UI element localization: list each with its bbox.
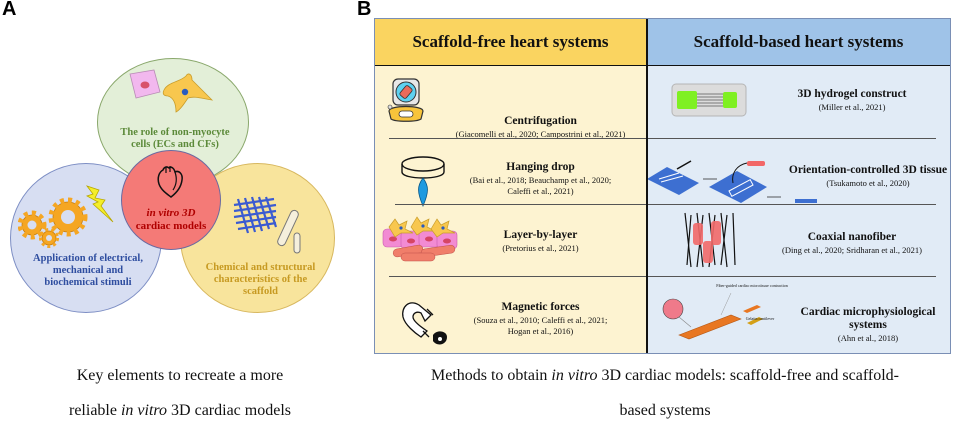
row-divider [389,276,646,277]
hydrogel-refs: (Miller et al., 2021) [818,102,886,112]
microphysiological-title-2: systems [849,319,887,331]
cardiac-models-label-line1: in vitro 3D [146,207,196,219]
magnetic-forces-refs-2: Hogan et al., 2016) [507,326,574,336]
heart-icon [157,166,183,198]
scaffold-label-line2: characteristics of the [213,274,308,285]
non-myocyte-label-line2: cells (ECs and CFs) [131,139,219,150]
orientation-tissue-icon [647,160,817,203]
cardiac-models-circle [121,150,221,250]
magnetic-forces-refs-1: (Souza et al., 2010; Caleffi et al., 202… [473,315,608,325]
centrifugation-title: Centrifugation [504,115,577,127]
orientation-tissue-title: Orientation-controlled 3D tissue [788,164,948,176]
lightning-icon [85,185,114,223]
scaffold-based-column: Scaffold-based heart systems 3D hydrogel… [647,19,950,353]
caption-a-text: reliable [69,402,121,419]
row-divider [647,276,936,277]
magnetic-forces-title: Magnetic forces [501,301,580,313]
centrifugation-refs: (Giacomelli et al., 2020; Campostrini et… [455,129,626,139]
hanging-drop-title: Hanging drop [506,161,575,173]
hanging-drop-refs-2: Caleffi et al., 2021) [507,186,574,196]
caption-b-italic: in vitro [551,367,598,384]
cell-layers-icon [382,216,458,262]
cardiac-models-label: in vitro 3D cardiac models [121,207,221,233]
caption-b-line2: based systems [619,402,711,419]
gears-icon [18,197,88,248]
caption-a-line1: Key elements to recreate a more [76,367,284,384]
nanofiber-icon [684,212,736,268]
stimuli-label: Application of electrical, mechanical an… [28,253,148,289]
non-myocyte-label: The role of non-myocyte cells (ECs and C… [115,127,235,151]
cells-icon [129,69,214,113]
scaffold-free-column: Scaffold-free heart systems Centrifugati… [375,19,646,353]
row-divider [395,204,646,205]
caption-a-text: 3D cardiac models [167,402,291,419]
stimuli-label-line2: mechanical and [52,265,124,276]
caption-b-text: Methods to obtain [430,367,552,384]
panel-b-label: B [357,0,372,20]
test-tubes-icon [277,209,301,254]
magnet-icon [402,302,447,345]
row-divider [647,138,936,139]
caption-a-italic: in vitro [120,402,168,419]
hydrogel-icon [671,83,747,117]
scaffold-label: Chemical and structural characteristics … [193,262,328,298]
layer-by-layer-title: Layer-by-layer [503,229,578,241]
cardiac-models-label-line2: cardiac models [135,220,207,232]
caption-b-line1: Methods to obtain in vitro 3D cardiac mo… [380,366,950,385]
row-divider [389,138,646,139]
caption-a-line2: reliable in vitro 3D cardiac models [20,401,340,420]
stimuli-label-line1: Application of electrical, [33,253,143,264]
microphysiological-title-1: Cardiac microphysiological [800,306,936,318]
microphysiological-chip-icon [662,292,763,340]
nanofiber-title: Coaxial nanofiber [807,231,897,243]
layer-by-layer-refs: (Pretorius et al., 2021) [502,243,579,253]
caption-b-text: 3D cardiac models: scaffold-free and sca… [597,367,900,384]
scaffold-free-header: Scaffold-free heart systems [375,19,646,66]
hanging-drop-icon [401,156,445,208]
scaffold-label-line1: Chemical and structural [205,262,316,273]
centrifuge-icon [387,78,424,122]
scaffold-based-header: Scaffold-based heart systems [647,19,950,66]
orientation-tissue-refs: (Tsukamoto et al., 2020) [826,178,910,188]
chip-top-label: Fiber-guided cardiac microtissue contrac… [716,283,788,288]
column-divider [646,19,648,353]
scaffold-mesh-icon [233,196,278,234]
chip-bottom-label: Gelatin cantilever [745,316,775,321]
scaffold-label-line3: scaffold [243,286,278,297]
microphysiological-refs: (Ahn et al., 2018) [837,333,899,343]
systems-table: Scaffold-free heart systems Centrifugati… [374,18,951,354]
row-divider [647,204,936,205]
hydrogel-title: 3D hydrogel construct [797,88,907,100]
panel-a-label: A [2,0,17,20]
nanofiber-refs: (Ding et al., 2020; Sridharan et al., 20… [782,245,922,255]
stimuli-label-line3: biochemical stimuli [44,277,132,288]
hanging-drop-refs-1: (Bai et al., 2018; Beauchamp et al., 202… [469,175,612,185]
non-myocyte-label-line1: The role of non-myocyte [120,127,230,138]
